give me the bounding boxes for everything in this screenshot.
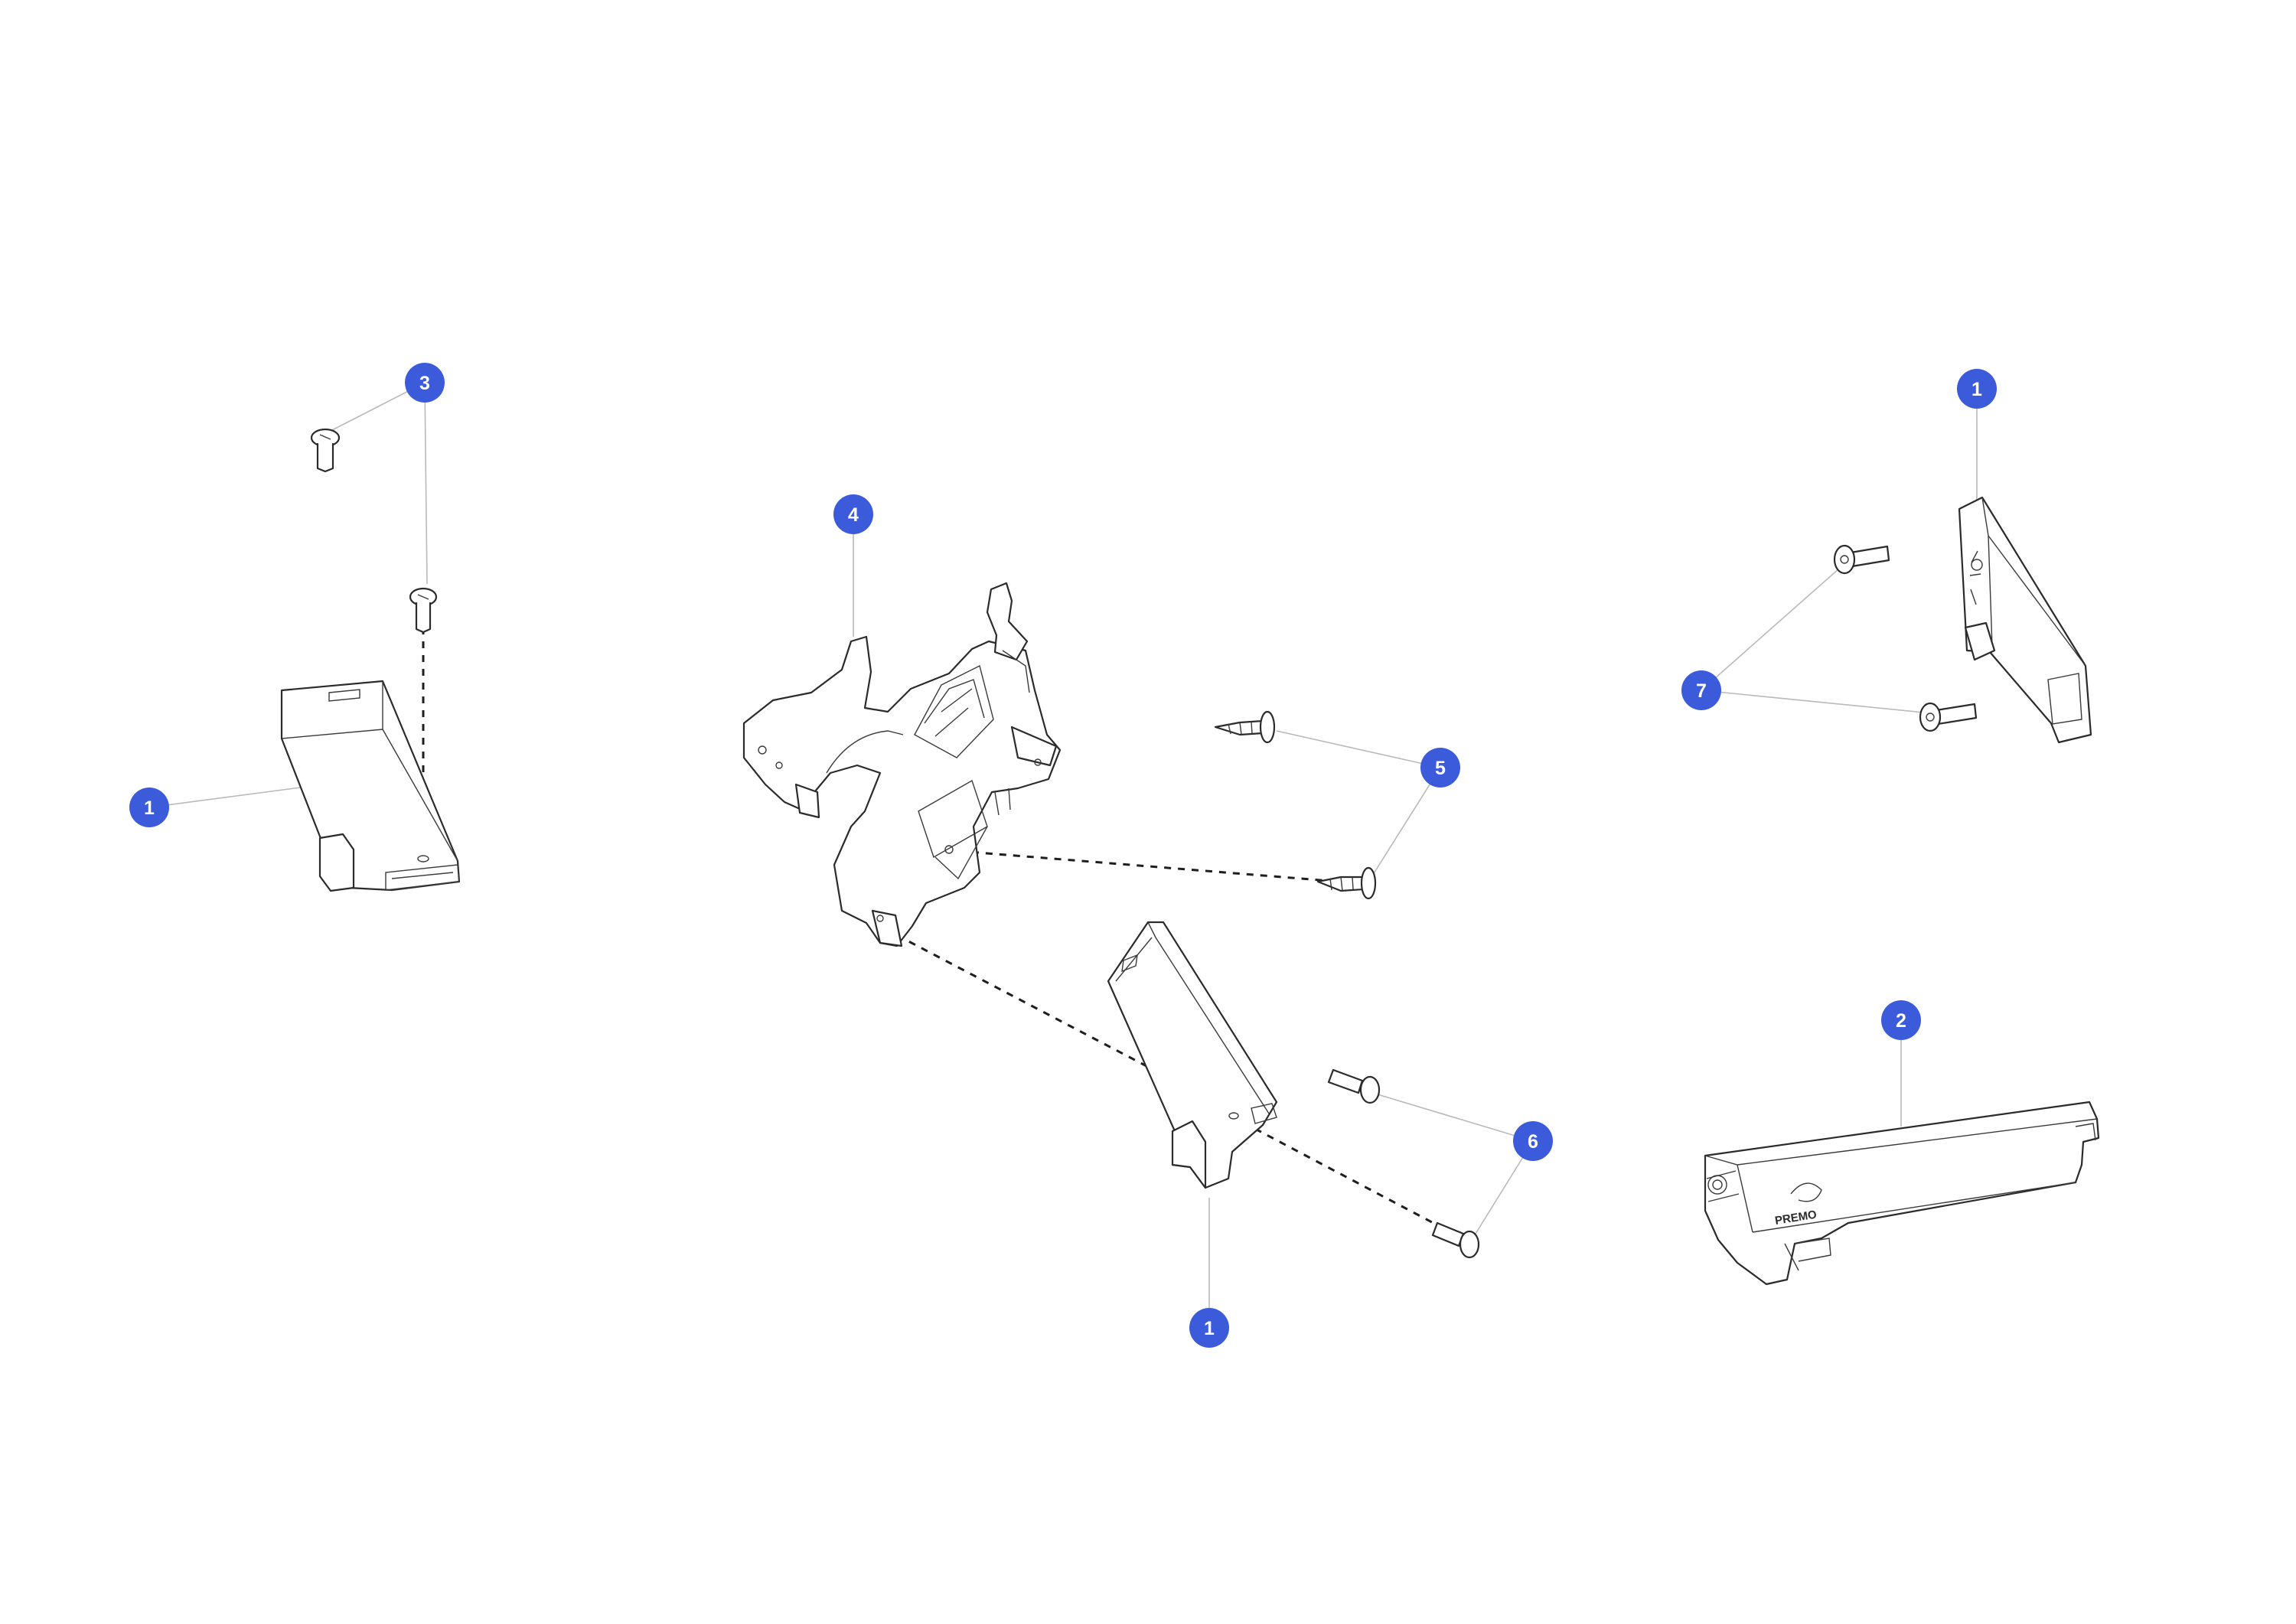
screw-3-top [310, 428, 341, 473]
svg-text:5: 5 [1435, 758, 1446, 779]
leader-left-bracket [148, 786, 307, 808]
svg-text:1: 1 [1971, 379, 1982, 400]
screw-7-lower [1919, 702, 1978, 732]
callout-front-screw[interactable]: 6 [1513, 1121, 1553, 1161]
callout-left-bracket[interactable]: 1 [129, 788, 169, 827]
assembly-paths [422, 628, 1446, 1231]
leader-6-top-screw [1377, 1094, 1534, 1142]
assembly-path-front-screw [1254, 1127, 1446, 1231]
svg-text:7: 7 [1696, 680, 1707, 702]
callout-side-screw[interactable]: 7 [1681, 670, 1721, 710]
callouts: 1 3 4 5 6 1 1 7 [129, 363, 1997, 1348]
leader-3-lower-screw [424, 382, 428, 585]
callout-cover[interactable]: 2 [1881, 1000, 1921, 1040]
leader-7-top-screw [1701, 562, 1847, 691]
screw-6-lower [1431, 1221, 1480, 1259]
svg-text:3: 3 [419, 373, 430, 394]
callout-center-screw[interactable]: 5 [1420, 748, 1460, 788]
assembly-path-center-screw [957, 850, 1340, 883]
callout-bottom-screw[interactable]: 3 [405, 363, 445, 403]
svg-text:6: 6 [1528, 1131, 1538, 1153]
screw-5-top [1214, 710, 1276, 744]
screw-6-top [1327, 1068, 1381, 1104]
svg-text:1: 1 [1204, 1318, 1215, 1339]
leader-7-lower-screw [1701, 690, 1932, 714]
callout-mount[interactable]: 4 [833, 494, 873, 534]
screw-7-top [1833, 544, 1890, 575]
svg-text:1: 1 [144, 797, 155, 819]
callout-right-bracket[interactable]: 1 [1957, 369, 1997, 409]
svg-text:4: 4 [848, 504, 859, 526]
leader-5-top-screw [1276, 730, 1441, 768]
bracket-center [1107, 921, 1278, 1189]
screws [310, 428, 1978, 1259]
svg-text:2: 2 [1896, 1010, 1906, 1032]
screw-3-lower [409, 587, 438, 634]
bracket-left [280, 680, 461, 892]
cover-plate: PREMO [1704, 1101, 2100, 1286]
screw-5-lower [1316, 866, 1377, 900]
mount-frame [742, 582, 1062, 947]
callout-center-bracket[interactable]: 1 [1189, 1308, 1229, 1348]
bracket-right [1958, 496, 2092, 744]
assembly-path-mount-to-bracket [896, 934, 1242, 1117]
leader-5-lower-screw [1371, 767, 1441, 878]
